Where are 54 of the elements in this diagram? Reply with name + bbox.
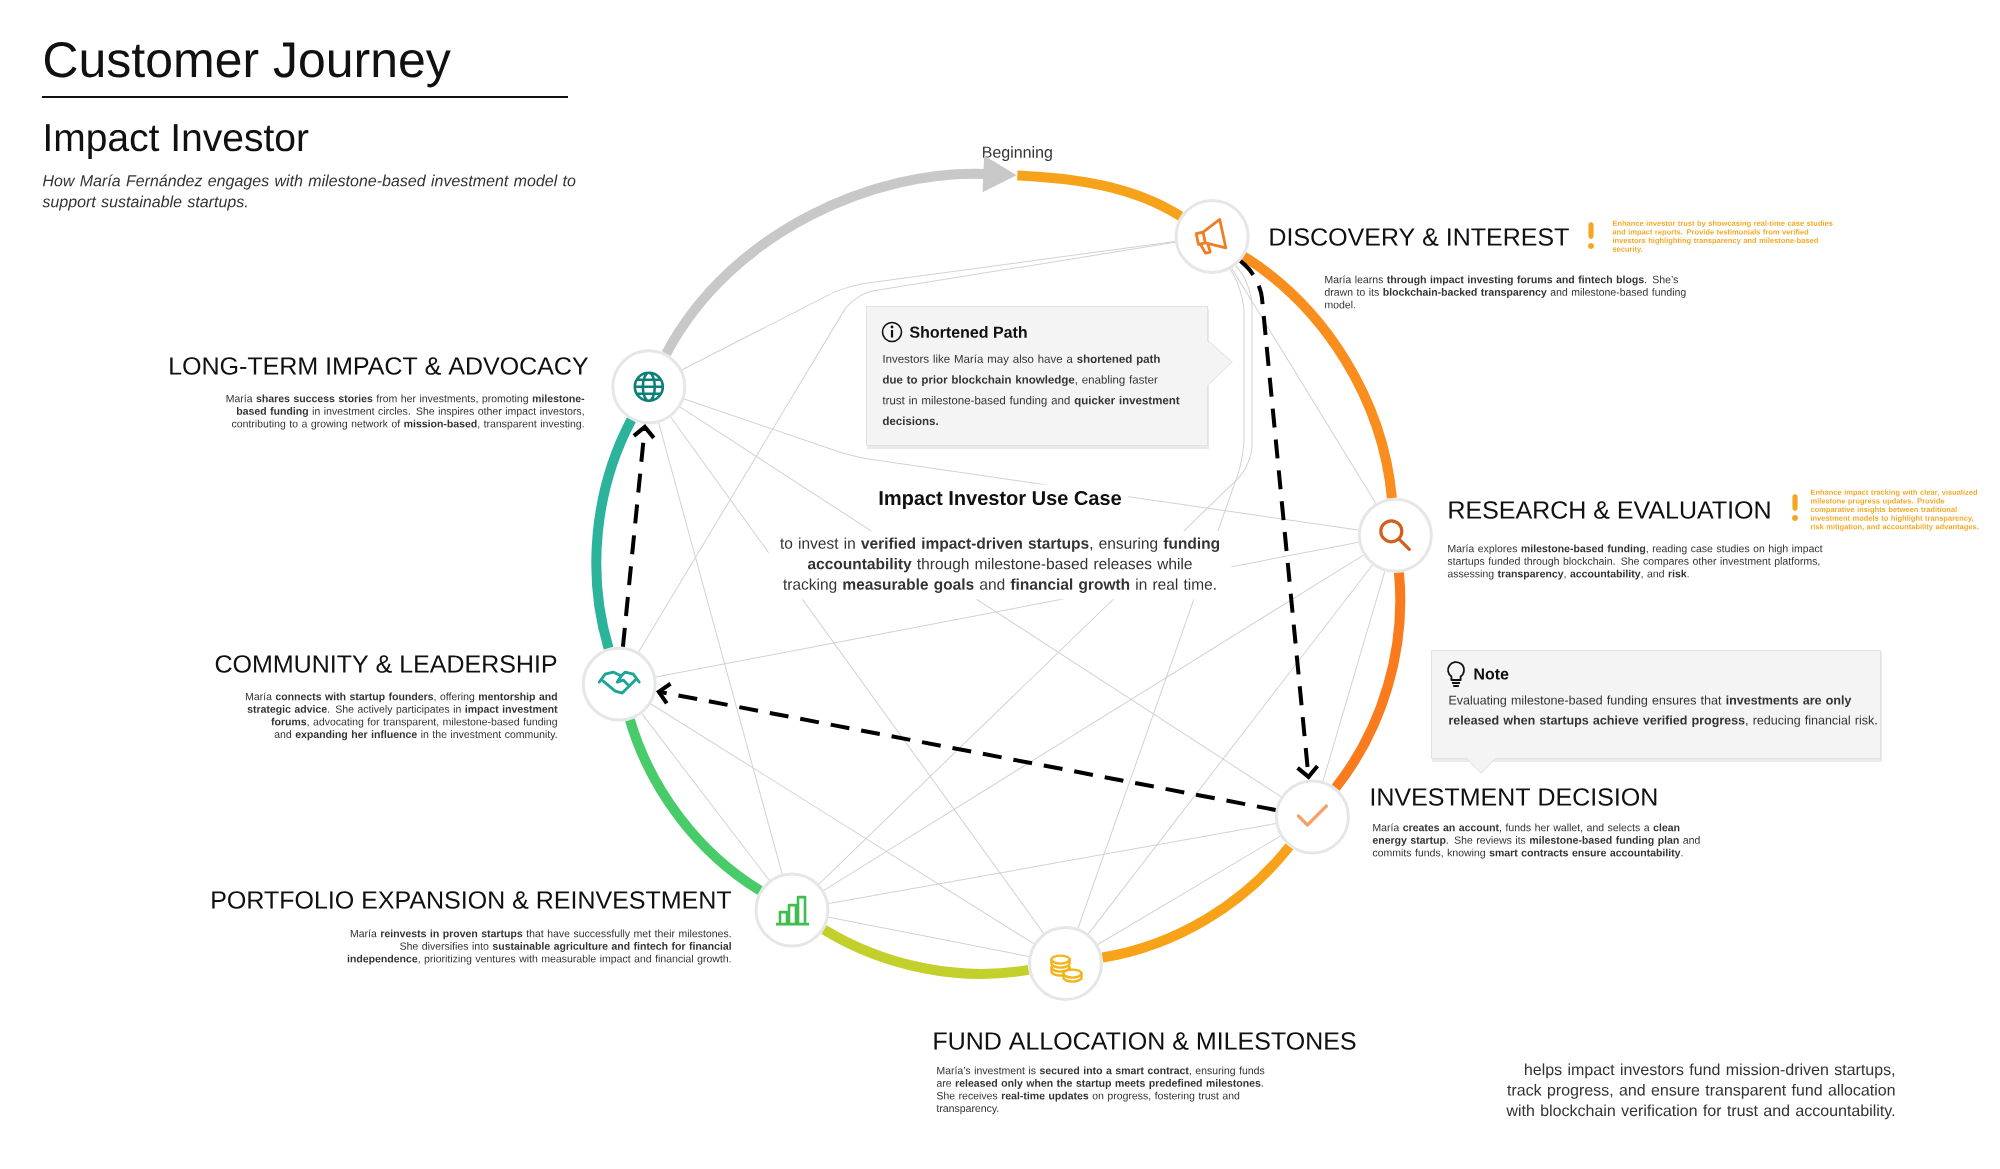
stage-heading: INVESTMENT DECISION xyxy=(1371,788,1657,806)
connector-line xyxy=(828,916,1030,957)
connector-line xyxy=(658,422,783,875)
callout-title: Note xyxy=(1474,668,1509,680)
stage-description: María explores milestone-based funding, reading case studies on high impact startups funded through blockchain. She compares other investment platforms, assessing transparency, accountability, and risk. xyxy=(1447,544,1823,580)
stage-description: María learns through impact investing forums and fintech blogs. She’s drawn to its blockchain-backed transparency and milestone-based funding model. xyxy=(1324,275,1686,309)
ring-arc xyxy=(1017,170,1184,221)
connector-line xyxy=(650,703,1035,945)
connector-line xyxy=(1097,835,1281,945)
callout-box xyxy=(866,306,1233,449)
ring-arc xyxy=(1241,252,1397,499)
connector-line xyxy=(641,713,770,881)
connector-line xyxy=(655,541,1359,678)
ring-arc xyxy=(1331,572,1406,791)
ring-arc xyxy=(591,417,636,650)
stage-description: María creates an account, funds her wallet, and selects a clean energy startup. She reviews its milestone-based funding plan and commits funds, knowing smart contracts ensure accountability. xyxy=(1372,823,1700,859)
connector-line xyxy=(818,265,1253,885)
stage-heading: COMMUNITY & LEADERSHIP xyxy=(215,655,557,673)
stage-description: María shares success stories from her investments, promoting milestone-based funding in investment circles. She inspires other impact investors, contributing to a growing network of mission-based, transparent investing. xyxy=(226,394,585,430)
connector-line xyxy=(679,406,1282,798)
stage-description: María’s investment is secured into a smart contract, ensuring funds are released only when the startup meets predefined milestones. She receives real-time updates on progress, fostering trust and transparency. xyxy=(936,1066,1265,1115)
center-text: to invest in verified impact-driven startups, ensuring funding accountability through milestone-based releases while tracking measurable goals and financial growth in real time. xyxy=(780,537,1220,593)
ring-arc xyxy=(821,925,1030,979)
stage-heading: FUND ALLOCATION & MILESTONES xyxy=(934,1032,1356,1050)
stage-heading: RESEARCH & EVALUATION xyxy=(1449,501,1770,519)
stage-heading: PORTFOLIO EXPANSION & REINVESTMENT xyxy=(212,891,732,909)
subtitle: Impact Investor xyxy=(46,124,309,160)
callout-text: Investors like María may also have a shortened path due to prior blockchain knowledge, enabling faster trust in milestone-based funding and quicker investment decisions. xyxy=(882,354,1180,426)
dashed-arrow xyxy=(656,682,1276,812)
intro-text: How María Fernández engages with milestone-based investment model to support sustainable startups. xyxy=(42,174,576,211)
callout-text: Evaluating milestone-based funding ensures that investments are only released when startups achieve verified progress, reducing financial risk. xyxy=(1449,695,1877,728)
connector-line xyxy=(683,398,1359,531)
stage-heading: LONG-TERM IMPACT & ADVOCACY xyxy=(170,357,589,375)
connector-line xyxy=(828,823,1276,904)
stage-heading: DISCOVERY & INTEREST xyxy=(1270,228,1569,246)
start-label: Beginning xyxy=(983,146,1052,161)
connector-line xyxy=(1087,564,1373,935)
stage-description: María reinvests in proven startups that have successfully met their milestones. She diversifies into sustainable agriculture and fintech for financial independence, prioritizing ventures with measurable impact and financial growth. xyxy=(347,929,731,965)
page-title: Customer Journey xyxy=(44,42,451,88)
ring-arc xyxy=(625,718,763,895)
summary-text: helps impact investors fund mission-driven startups, track progress, and ensure transparent fund allocation with blockchain verification for trust and accountability. xyxy=(1506,1063,1895,1120)
callout-title: Shortened Path xyxy=(909,326,1027,338)
connector-line xyxy=(823,554,1364,891)
stage-description: María connects with startup founders, offering mentorship and strategic advice. She actively participates in impact investment forums, advocating for transparent, milestone-based funding and expanding her influence in the investment community. xyxy=(245,692,558,741)
connector-line xyxy=(1322,570,1386,782)
ring-arc xyxy=(1101,843,1294,963)
connector-line xyxy=(1077,268,1245,929)
dashed-arrow xyxy=(1239,259,1320,780)
center-title: Impact Investor Use Case xyxy=(879,490,1121,510)
connector-line xyxy=(1231,267,1377,504)
connector-line xyxy=(681,240,1176,371)
connector-line xyxy=(638,241,1176,653)
dashed-arrow xyxy=(620,424,656,647)
connector-line xyxy=(670,416,1045,934)
